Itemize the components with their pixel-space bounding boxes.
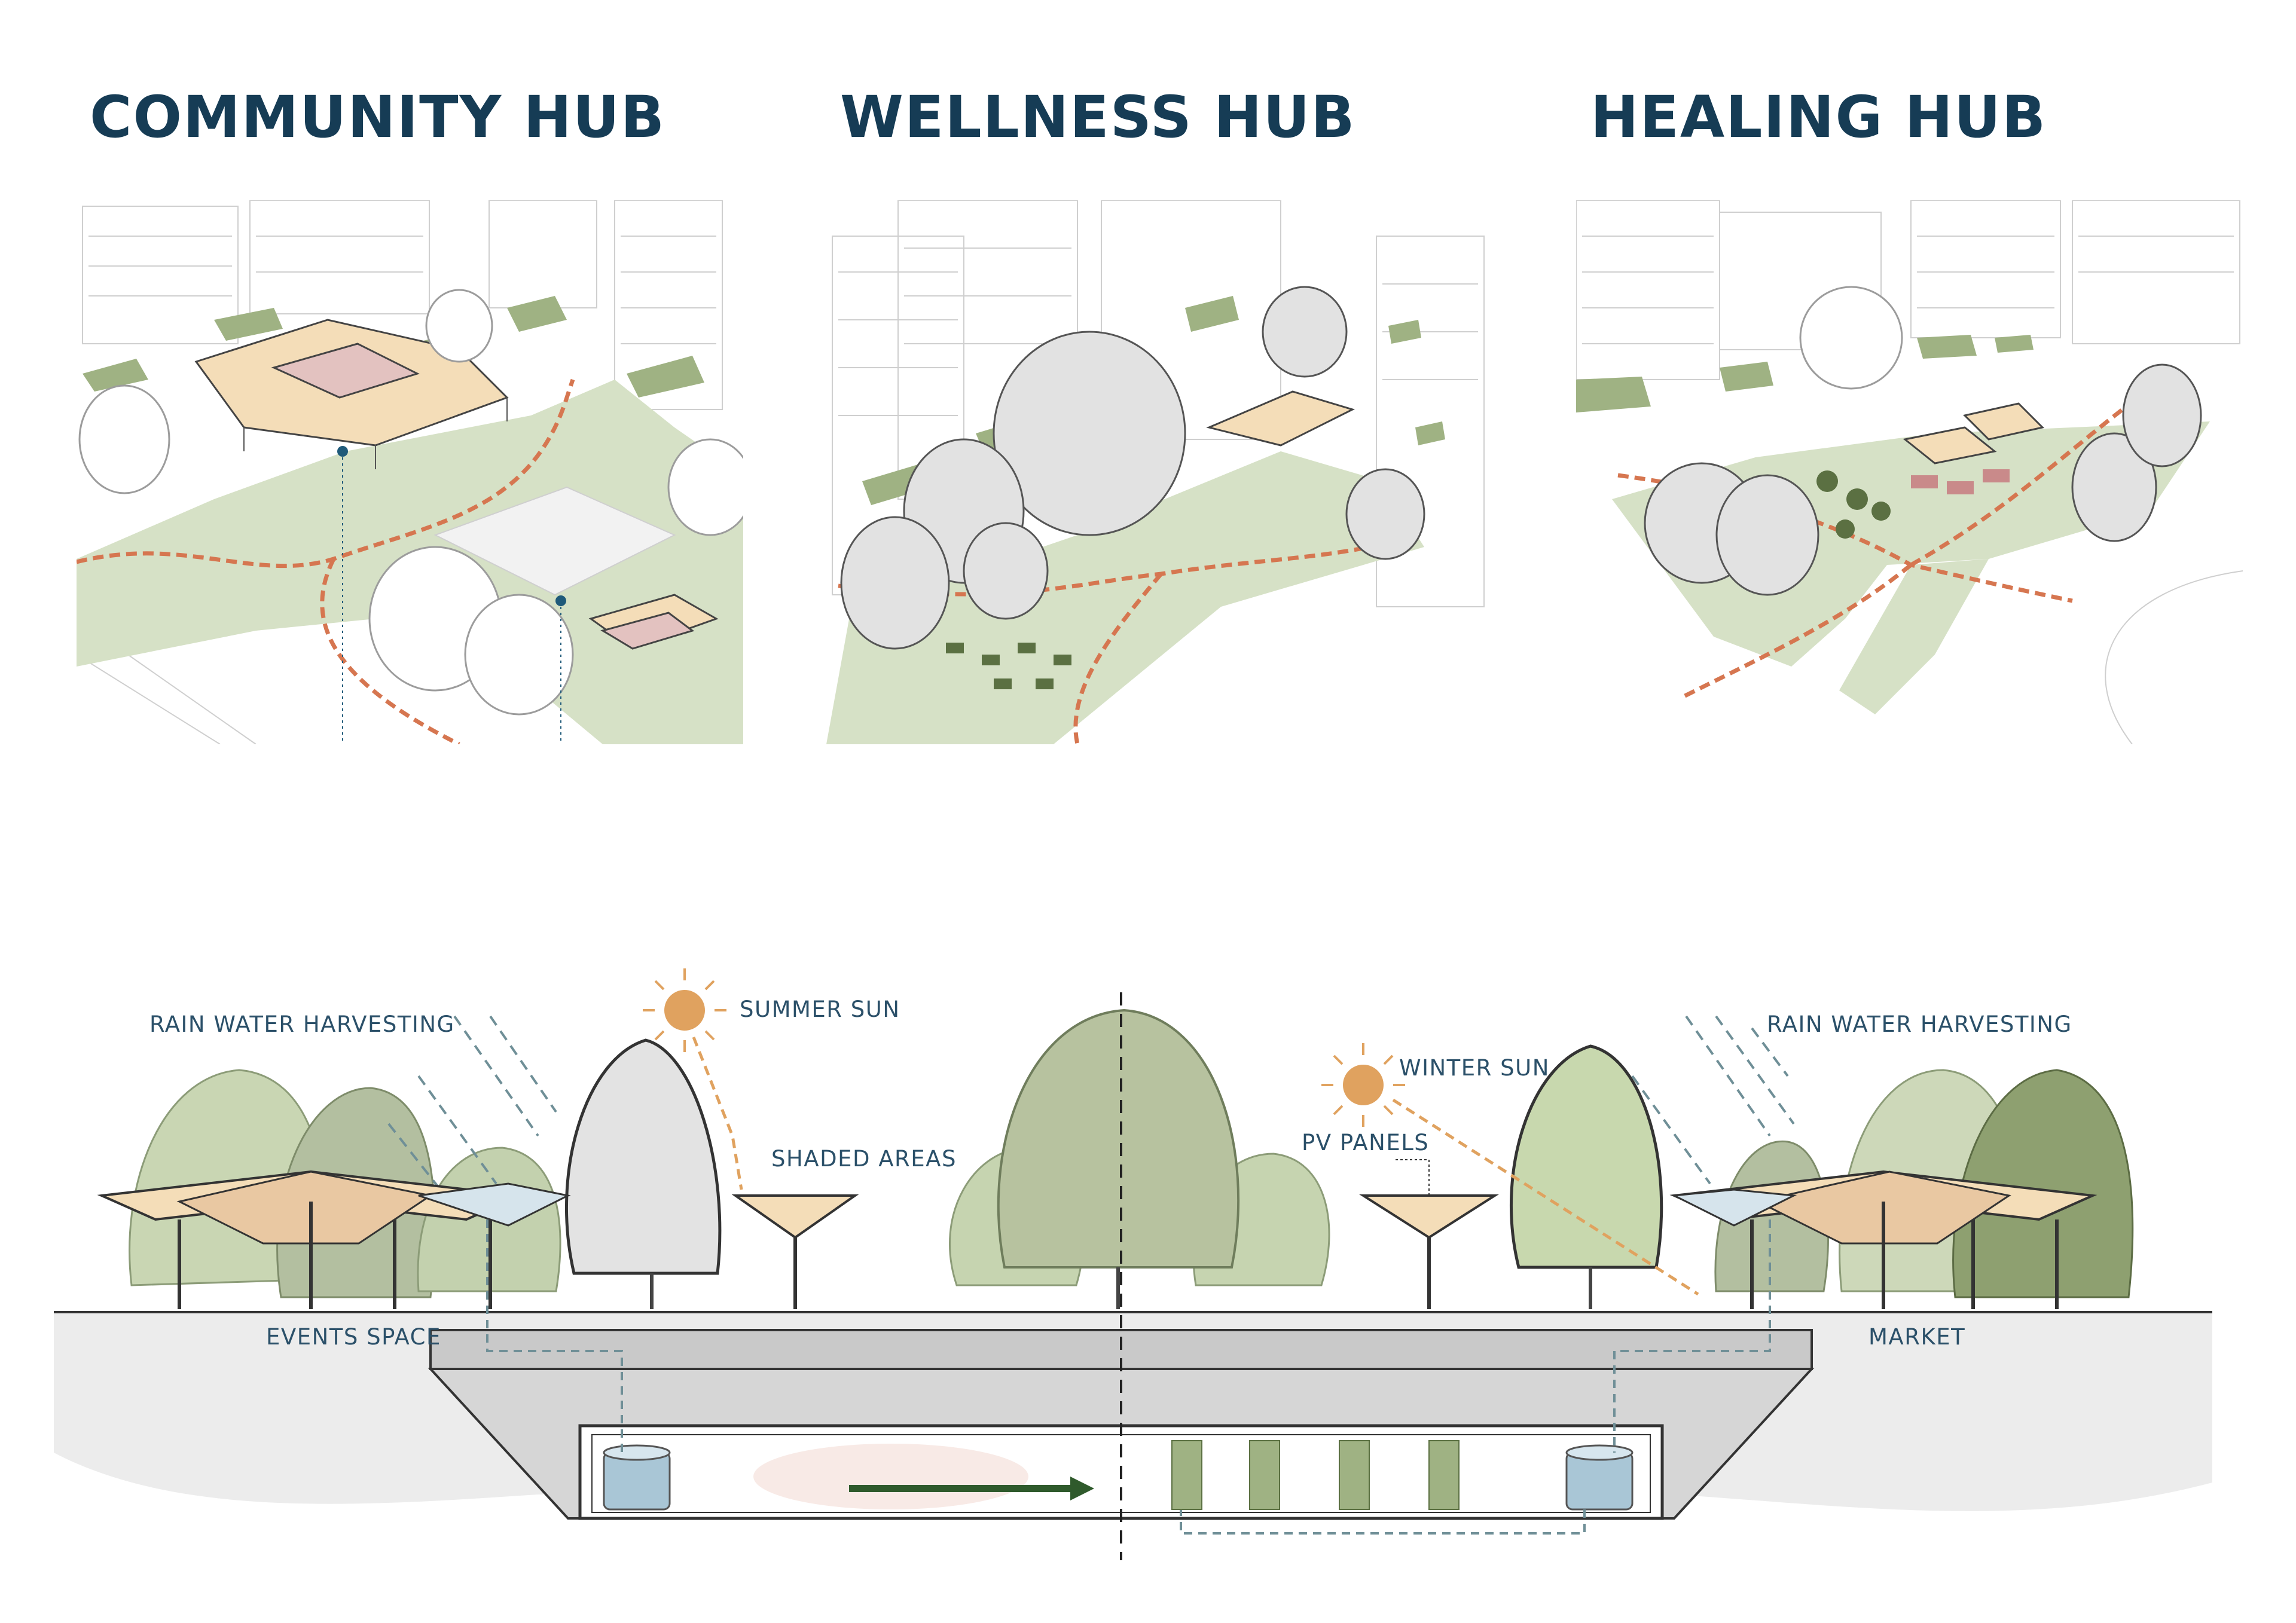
tree-green-outline	[1510, 1044, 1663, 1269]
rain-harvesting-label-left: RAIN WATER HARVESTING	[149, 1011, 455, 1037]
healing-hub-axonometric	[1576, 200, 2243, 744]
healing-canopy	[1903, 402, 2044, 464]
section-cut-lines	[342, 451, 561, 744]
wellness-hub-title: WELLNESS HUB	[840, 84, 1356, 151]
planters	[1816, 470, 1891, 539]
water-tank-icon-right	[1565, 1444, 1634, 1511]
canopy-columns	[243, 398, 508, 469]
tree-trunks	[650, 1267, 1592, 1309]
shaded-areas-label: SHADED AREAS	[771, 1146, 957, 1172]
section-marker-1	[337, 446, 348, 457]
water-tank-icon-left	[603, 1444, 671, 1511]
healing-hub-title: HEALING HUB	[1590, 84, 2047, 151]
trees-outline	[78, 289, 743, 716]
community-canopy	[194, 319, 719, 650]
sun-icon-summer	[643, 968, 743, 1190]
canopy-icon-left	[97, 1170, 571, 1309]
path-arrow-north	[1910, 396, 2140, 567]
planters	[946, 643, 1071, 689]
path-arrow-main	[838, 539, 1395, 597]
summer-sun-label: SUMMER SUN	[740, 997, 900, 1022]
rain-icon-left	[387, 1015, 557, 1209]
wellness-hub-axonometric	[826, 200, 1485, 744]
shadow-patches	[1576, 335, 2034, 412]
rain-icon-right	[1631, 1015, 1795, 1185]
path-arrow-south	[1683, 563, 1913, 699]
building-outlines	[1576, 200, 2243, 744]
vertical-garden	[1171, 1440, 1460, 1510]
sun-icon-winter	[1321, 1043, 1699, 1296]
path-arrow-main	[1617, 473, 2073, 603]
background-trees-right	[1714, 1069, 2134, 1298]
section-drawing	[54, 968, 2212, 1560]
section-marker-2	[555, 595, 566, 606]
tree-center-large	[997, 1008, 1240, 1269]
trees-grey	[1644, 286, 2202, 596]
wellness-canopy	[1206, 390, 1355, 447]
plaza	[433, 486, 676, 596]
path-arrow-main	[77, 378, 575, 568]
tree-grey	[565, 1038, 722, 1275]
lawn-strip	[1839, 559, 1989, 714]
park-lawn	[826, 451, 1424, 744]
pv-panels-label: PV PANELS	[1302, 1130, 1430, 1156]
pv-panel-icon	[1359, 1159, 1499, 1309]
water-pipes	[486, 1219, 1771, 1535]
airflow-arrow-head	[1070, 1477, 1094, 1500]
path-arrow-south	[320, 558, 460, 744]
winter-sun-label: WINTER SUN	[1399, 1055, 1550, 1081]
rain-harvesting-label-right: RAIN WATER HARVESTING	[1767, 1011, 2072, 1037]
trees-grey	[840, 286, 1425, 650]
community-hub-axonometric	[77, 200, 743, 744]
seating	[1911, 469, 2010, 494]
events-space-label: EVENTS SPACE	[266, 1324, 441, 1350]
warm-zone	[753, 1444, 1028, 1509]
community-hub-title: COMMUNITY HUB	[90, 84, 666, 151]
shade-umbrella-left	[731, 1194, 859, 1309]
path-arrow-south	[1073, 572, 1163, 744]
market-label: MARKET	[1868, 1324, 1966, 1350]
canopy-icon-right	[1669, 1170, 2097, 1309]
